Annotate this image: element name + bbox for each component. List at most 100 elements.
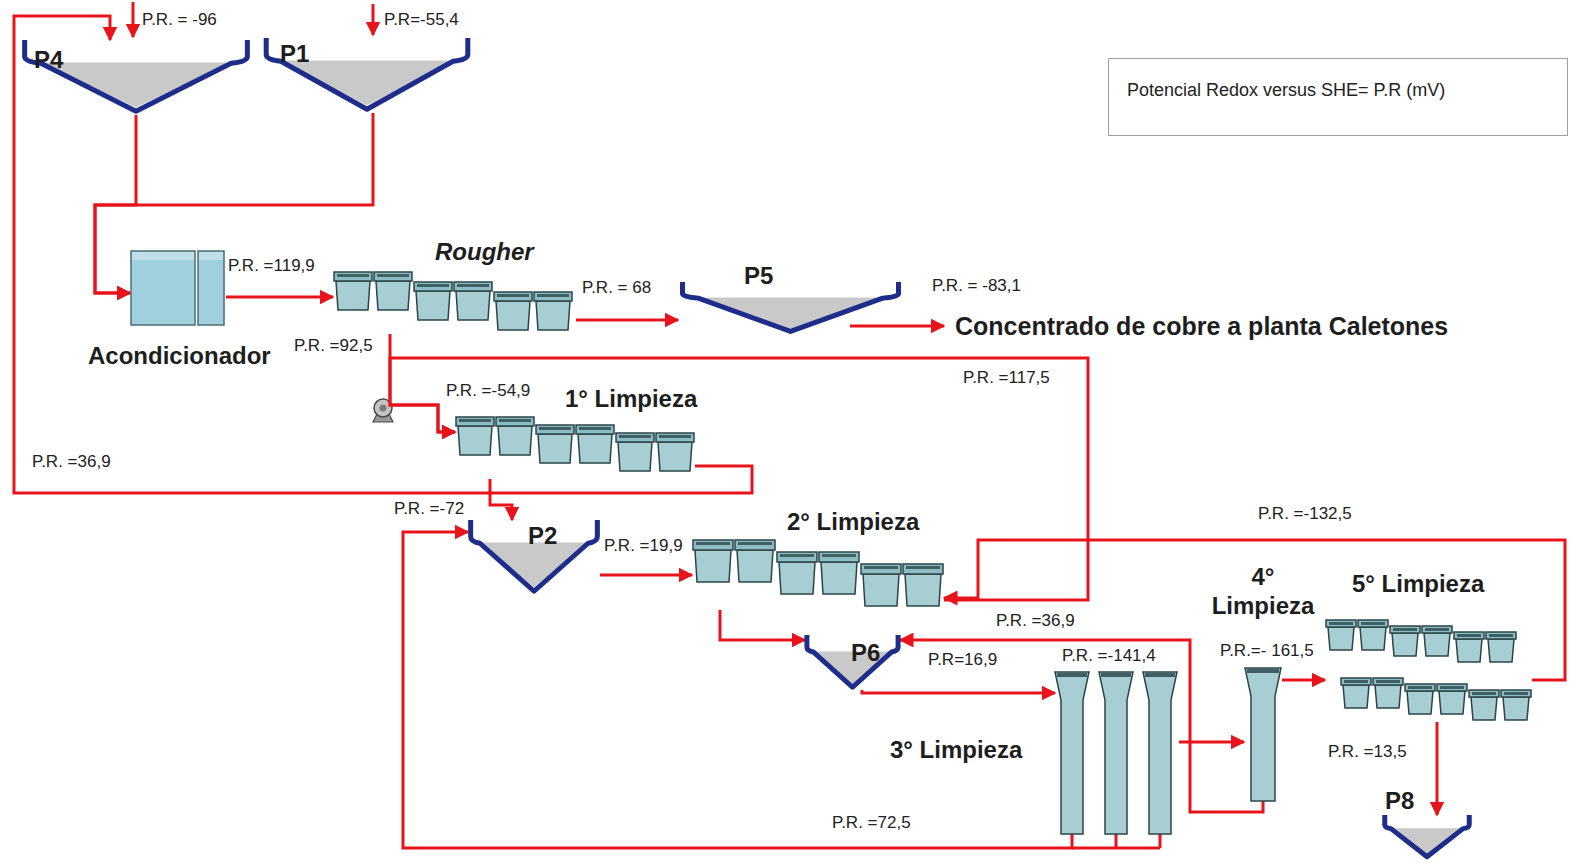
cell-body [376,281,410,310]
cell-lip [1472,692,1496,695]
column-body [1245,668,1281,801]
cell-body [821,562,857,594]
cell-rim [1373,678,1403,685]
unit-label: 1° Limpieza [565,385,697,414]
column-group [1055,672,1177,834]
flow-line [490,479,512,520]
tank-outline [266,38,468,109]
flow-line [1282,679,1325,682]
redox-label: P.R. = 68 [582,278,651,298]
column-tail-line [1072,834,1160,848]
unit-label: 5° Limpieza [1352,570,1484,599]
cell-lip [696,542,730,545]
cell-rim [334,272,372,281]
cell-lip [377,274,409,277]
cell-body [1392,633,1418,656]
tank-outline [25,40,248,111]
cell-rim [1390,626,1420,633]
flow-line [1436,722,1439,815]
tank-body [131,251,195,325]
flotation-cells [333,272,576,334]
unit-label: P5 [744,262,773,291]
cell-body [1439,691,1465,714]
tank-liquid [199,260,223,324]
column-body [1055,672,1089,834]
tank-fill [480,543,588,588]
cell-lip [1329,622,1353,625]
redox-label: P.R.=- 161,5 [1220,641,1314,661]
tank-outline [683,282,899,331]
cell-lip [1361,622,1385,625]
flow-line [390,334,455,432]
unit-node: 2° Limpieza [692,540,944,610]
redox-label: P.R. =119,9 [228,256,315,276]
cell-lip [1376,680,1400,683]
cell-body [1424,633,1450,656]
flow-line [720,610,805,640]
cell-rim [536,425,574,434]
cell-rim [496,417,534,426]
unit-node: 5° Limpieza [1325,620,1532,722]
cell-body [578,434,612,463]
cell-rim [656,433,694,442]
cell-body [737,550,773,582]
cell-lip [337,274,369,277]
flow-line [226,296,333,299]
cell-lip [1489,634,1513,637]
cell-body [779,562,815,594]
cell-body [1360,627,1386,650]
flow-line [600,574,692,577]
cell-lip [619,435,651,438]
tank-fill [698,298,883,329]
conditioner-tank [130,250,226,326]
cell-rim [414,282,452,291]
redox-label: P.R. =36,9 [996,611,1075,631]
cell-rim [374,272,412,281]
cell-lip [738,542,772,545]
unit-node: P5 [678,282,903,334]
cell-body [1343,685,1369,708]
cell-lip [1393,628,1417,631]
tank-fill [281,61,453,106]
column-lip [1247,669,1279,673]
redox-label: P.R. =72,5 [832,813,911,833]
redox-label: P.R. =92,5 [294,336,373,356]
cell-lip [1457,634,1481,637]
tank-outline [471,520,598,591]
cell-lip [780,554,814,557]
redox-label: P.R=-55,4 [384,10,459,30]
cell-rim [1469,690,1499,697]
cell-lip [579,427,611,430]
flow-line [576,319,678,322]
cell-lip [1344,680,1368,683]
tank-fill [41,63,231,108]
redox-label: P.R. = -96 [142,10,217,30]
cell-lip [459,419,491,422]
unit-node: Rougher [333,272,576,334]
redox-label: P.R. =-132,5 [1258,504,1352,524]
redox-label: P.R. =36,9 [32,452,111,472]
column-body [1099,672,1133,834]
tank-fill [814,652,892,685]
tank-body [198,251,224,325]
cell-body [538,434,572,463]
flotation-cells [455,417,695,479]
cell-lip [417,284,449,287]
cell-rim [1454,632,1484,639]
cell-rim [1326,620,1356,627]
cell-lip [906,566,940,569]
cell-rim [534,292,572,301]
redox-label: P.R=16,9 [928,650,997,670]
cell-body [1407,691,1433,714]
unit-label: Acondicionador [88,342,271,371]
cell-rim [576,425,614,434]
cell-rim [456,417,494,426]
redox-label: P.R. =117,5 [963,368,1050,388]
tank-fill [1391,828,1463,854]
cell-rim [693,540,733,550]
legend-text: Potencial Redox versus SHE= P.R (mV) [1127,78,1445,102]
column-lip [1145,673,1175,677]
cell-body [336,281,370,310]
cell-body [905,574,941,606]
